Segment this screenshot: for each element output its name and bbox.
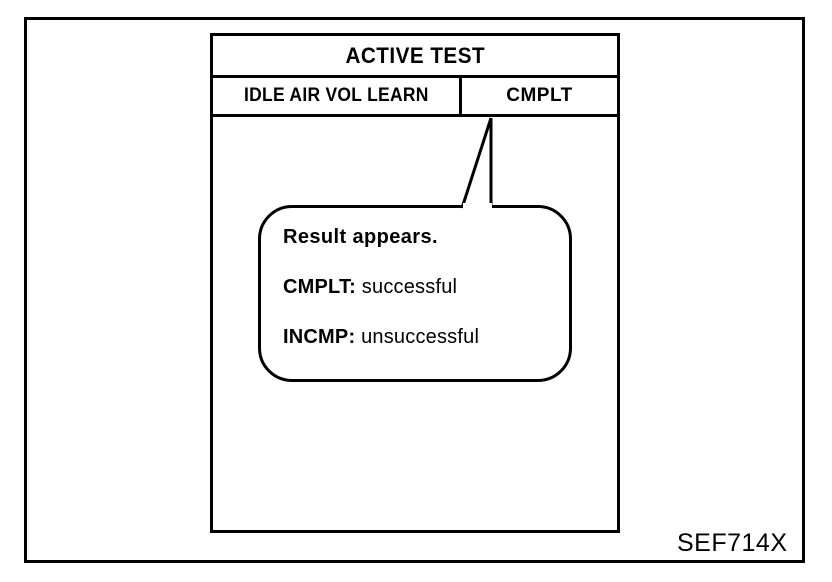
callout-line-incmp: INCMP: unsuccessful: [283, 324, 559, 350]
callout-line-cmplt: CMPLT: successful: [283, 274, 559, 300]
table-row: IDLE AIR VOL LEARN CMPLT: [213, 78, 617, 117]
figure-caption: SEF714X: [673, 527, 792, 560]
page-title: ACTIVE TEST: [345, 42, 485, 68]
callout-line-result: Result appears.: [283, 224, 559, 250]
callout-line-result-lead: Result appears.: [283, 226, 438, 248]
callout-line-incmp-tail: unsuccessful: [355, 326, 480, 348]
callout-line-cmplt-tail: successful: [356, 276, 458, 298]
callout-line-cmplt-lead: CMPLT:: [283, 276, 357, 298]
item-name-label: IDLE AIR VOL LEARN: [243, 85, 429, 106]
callout-line-incmp-lead: INCMP:: [283, 326, 356, 348]
item-value-label: CMPLT: [506, 85, 573, 106]
item-value-cell: CMPLT: [462, 78, 617, 114]
item-name-cell: IDLE AIR VOL LEARN: [213, 78, 462, 114]
callout-bubble: Result appears. CMPLT: successful INCMP:…: [258, 205, 572, 382]
panel-title-row: ACTIVE TEST: [213, 36, 617, 78]
callout-text-block: Result appears. CMPLT: successful INCMP:…: [283, 224, 559, 350]
